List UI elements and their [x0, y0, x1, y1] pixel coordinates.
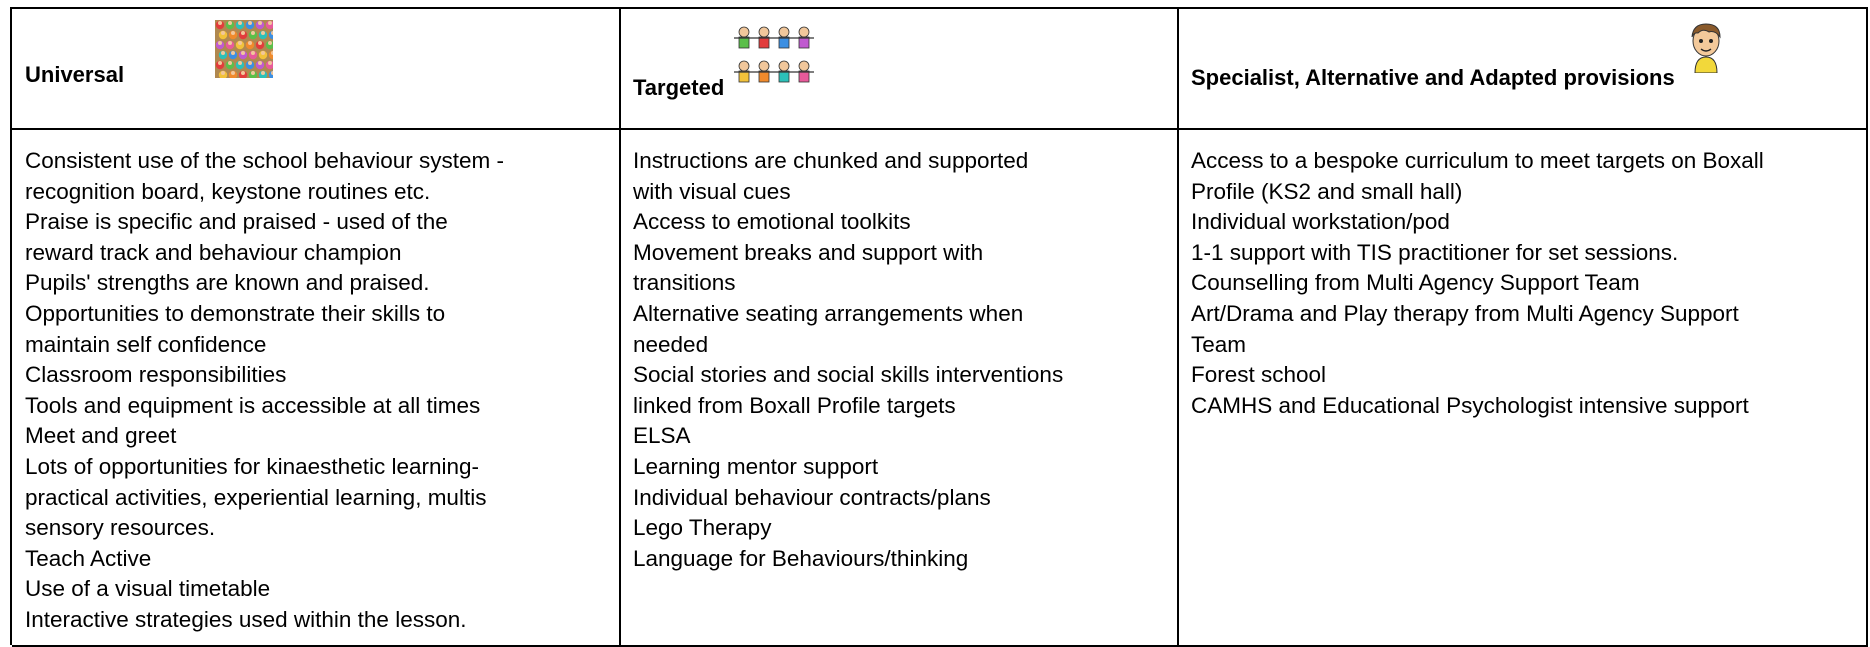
provision-table: Universal Targeted Specialist, Alternati…	[10, 7, 1868, 647]
list-item: Profile (KS2 and small hall)	[1191, 178, 1463, 204]
list-item: Alternative seating arrangements when	[633, 300, 1024, 326]
list-item: Social stories and social skills interve…	[633, 362, 1064, 388]
list-item: Counselling from Multi Agency Support Te…	[1191, 270, 1640, 296]
list-item: Use of a visual timetable	[25, 576, 271, 602]
group-of-children-icon	[734, 26, 814, 83]
list-item: reward track and behaviour champion	[25, 239, 402, 265]
list-item: Praise is specific and praised - used of…	[25, 209, 448, 235]
single-child-icon	[1691, 23, 1721, 73]
list-item: Art/Drama and Play therapy from Multi Ag…	[1191, 300, 1739, 326]
list-item: Movement breaks and support with	[633, 239, 984, 265]
list-item: needed	[633, 331, 709, 357]
list-item: Individual workstation/pod	[1191, 209, 1450, 235]
heading-specialist: Specialist, Alternative and Adapted prov…	[1191, 65, 1675, 90]
list-item: Consistent use of the school behaviour s…	[25, 148, 504, 173]
heading-targeted: Targeted	[633, 75, 725, 100]
list-item: Language for Behaviours/thinking	[633, 545, 969, 571]
header-cell-targeted: Targeted	[621, 9, 1179, 130]
targeted-list: Instructions are chunked and supported wi…	[633, 146, 1173, 574]
list-item: Tools and equipment is accessible at all…	[25, 392, 481, 418]
list-item: Interactive strategies used within the l…	[25, 606, 467, 632]
list-item: Instructions are chunked and supported	[633, 148, 1029, 173]
body-cell-universal: Consistent use of the school behaviour s…	[12, 130, 621, 647]
list-item: Lots of opportunities for kinaesthetic l…	[25, 453, 480, 479]
list-item: Meet and greet	[25, 423, 177, 449]
header-cell-universal: Universal	[12, 9, 621, 130]
universal-list: Consistent use of the school behaviour s…	[25, 146, 615, 636]
list-item: Opportunities to demonstrate their skill…	[25, 300, 446, 326]
list-item: Forest school	[1191, 362, 1327, 388]
list-item: practical activities, experiential learn…	[25, 484, 487, 510]
list-item: linked from Boxall Profile targets	[633, 392, 956, 418]
header-cell-specialist: Specialist, Alternative and Adapted prov…	[1179, 9, 1868, 130]
list-item: recognition board, keystone routines etc…	[25, 178, 431, 204]
specialist-list: Access to a bespoke curriculum to meet t…	[1191, 146, 1862, 421]
list-item: CAMHS and Educational Psychologist inten…	[1191, 392, 1749, 418]
list-item: transitions	[633, 270, 736, 296]
list-item: ELSA	[633, 423, 691, 449]
list-item: Lego Therapy	[633, 515, 772, 541]
list-item: Access to a bespoke curriculum to meet t…	[1191, 148, 1764, 173]
body-cell-targeted: Instructions are chunked and supported wi…	[621, 130, 1179, 647]
list-item: Access to emotional toolkits	[633, 209, 911, 235]
list-item: Learning mentor support	[633, 453, 879, 479]
list-item: sensory resources.	[25, 515, 216, 541]
list-item: Teach Active	[25, 545, 152, 571]
list-item: Pupils' strengths are known and praised.	[25, 270, 430, 296]
list-item: maintain self confidence	[25, 331, 267, 357]
body-cell-specialist: Access to a bespoke curriculum to meet t…	[1179, 130, 1868, 647]
list-item: Team	[1191, 331, 1247, 357]
heading-universal: Universal	[25, 62, 125, 87]
list-item: Individual behaviour contracts/plans	[633, 484, 991, 510]
list-item: Classroom responsibilities	[25, 362, 287, 388]
crowd-of-people-icon	[215, 20, 273, 78]
list-item: with visual cues	[633, 178, 791, 204]
list-item: 1-1 support with TIS practitioner for se…	[1191, 239, 1679, 265]
